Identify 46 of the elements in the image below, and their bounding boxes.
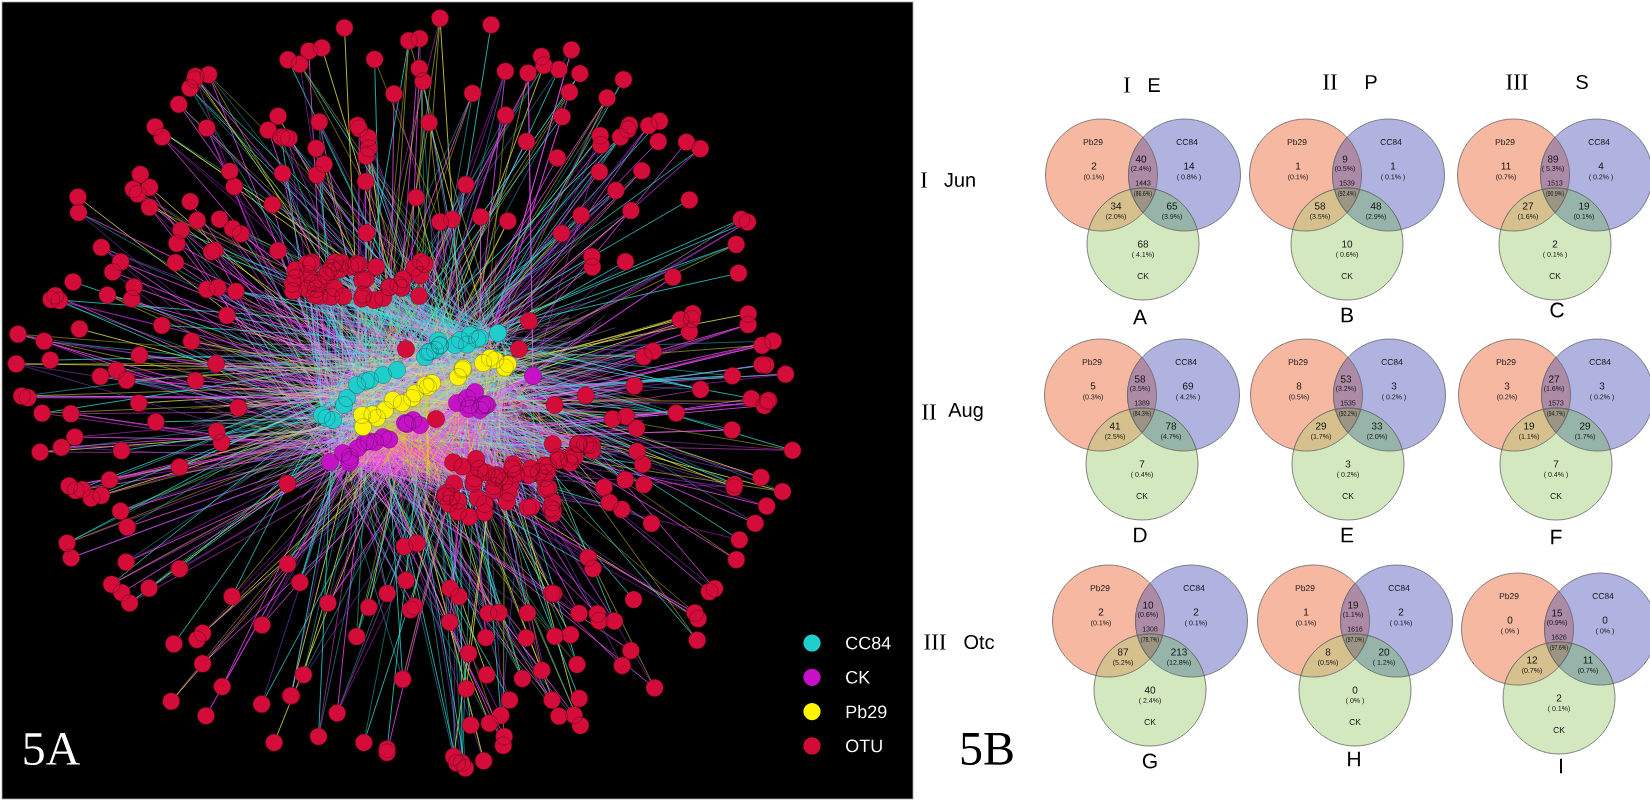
column-heading: III bbox=[1506, 74, 1528, 90]
region-count: 89 bbox=[1547, 155, 1559, 163]
region-count: 40 bbox=[1135, 155, 1147, 163]
region-count: 33 bbox=[1371, 422, 1383, 430]
panel-letter: F bbox=[1551, 529, 1562, 545]
region-count: 10 bbox=[1143, 601, 1154, 609]
panel-letter: E bbox=[1341, 527, 1354, 543]
column-heading: S bbox=[1576, 74, 1588, 90]
region-count: 27 bbox=[1522, 202, 1534, 210]
column-heading: I bbox=[1124, 77, 1131, 93]
region-count: 53 bbox=[1340, 375, 1352, 383]
region-count: 19 bbox=[1579, 202, 1590, 210]
region-count: 48 bbox=[1370, 202, 1382, 210]
row-heading: III bbox=[924, 634, 946, 650]
region-count: 12 bbox=[1527, 656, 1538, 664]
row-heading: II bbox=[922, 404, 936, 420]
panel-letter: A bbox=[1133, 309, 1147, 325]
panel-letter: D bbox=[1134, 527, 1147, 543]
panel-letter: B bbox=[1341, 307, 1353, 323]
region-count: 78 bbox=[1165, 422, 1177, 430]
column-heading: P bbox=[1366, 75, 1377, 89]
panel-letter: C bbox=[1550, 302, 1564, 318]
region-count: 19 bbox=[1348, 601, 1359, 609]
region-count: 58 bbox=[1134, 375, 1146, 383]
row-heading: Otc bbox=[964, 634, 995, 650]
region-count: 87 bbox=[1117, 648, 1129, 656]
row-heading: Aug bbox=[948, 403, 983, 421]
panel-label: 5B bbox=[961, 733, 1013, 765]
region-count: 20 bbox=[1378, 648, 1390, 656]
region-count: 11 bbox=[1583, 656, 1593, 664]
column-heading: II bbox=[1323, 74, 1337, 90]
region-count: 9 bbox=[1342, 155, 1348, 163]
region-count: 27 bbox=[1548, 375, 1560, 383]
region-count: 29 bbox=[1579, 422, 1591, 430]
region-count: 41 bbox=[1109, 422, 1121, 430]
region-count: 213 bbox=[1171, 648, 1187, 656]
column-heading: E bbox=[1149, 78, 1160, 92]
region-count: 58 bbox=[1314, 202, 1326, 210]
region-count: 19 bbox=[1524, 422, 1535, 430]
region-count: 65 bbox=[1166, 202, 1178, 210]
region-count: 15 bbox=[1552, 609, 1563, 617]
region-count: 34 bbox=[1110, 202, 1122, 210]
row-heading: I bbox=[921, 172, 928, 188]
region-count: 29 bbox=[1315, 422, 1327, 430]
region-count: 8 bbox=[1325, 648, 1331, 656]
row-heading: Jun bbox=[944, 173, 975, 187]
